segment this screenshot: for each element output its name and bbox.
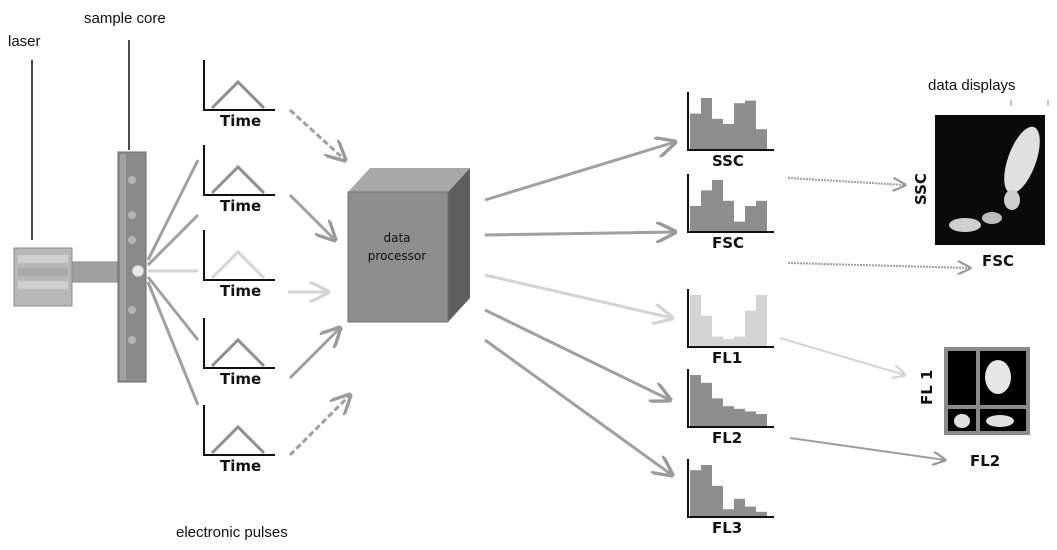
quadrant-ylabel: FL 1 xyxy=(918,369,936,405)
pulse-time-label: Time xyxy=(220,370,262,388)
pulse-fan-lines xyxy=(146,159,200,406)
scatter-ylabel: SSC xyxy=(912,173,930,205)
quadrant-display xyxy=(944,347,1030,435)
processor-to-histogram-arrows xyxy=(484,142,675,475)
pulse-to-processor-arrows xyxy=(288,108,350,457)
sample-core-label: sample core xyxy=(84,10,166,27)
histogram-label: SSC xyxy=(712,152,744,170)
pulse-plot xyxy=(203,318,275,369)
quadrant-xlabel: FL2 xyxy=(970,452,1001,470)
data-displays-label: data displays xyxy=(928,77,1016,94)
histogram-label: FL1 xyxy=(712,349,743,367)
histogram-label: FSC xyxy=(712,234,745,252)
data-processor xyxy=(347,168,470,323)
laser-label: laser xyxy=(8,33,41,50)
histogram-plot xyxy=(687,459,774,518)
histogram-plot xyxy=(687,369,774,428)
histogram-label: FL3 xyxy=(712,519,743,537)
pulse-time-label: Time xyxy=(220,282,262,300)
pulse-time-label: Time xyxy=(220,197,262,215)
pulse-plot xyxy=(203,145,275,196)
histogram-plot xyxy=(687,289,774,348)
histogram-plot xyxy=(687,174,774,233)
pulse-plot xyxy=(203,230,275,281)
pulse-time-label: Time xyxy=(220,457,262,475)
pulse-time-label: Time xyxy=(220,112,262,130)
scatter-display xyxy=(935,115,1045,245)
histogram-label: FL2 xyxy=(712,429,743,447)
pulse-plot xyxy=(203,60,275,111)
processor-label-line1: data xyxy=(383,231,411,245)
processor-label-line2: processor xyxy=(367,249,427,263)
scatter-xlabel: FSC xyxy=(982,252,1015,270)
sample-core xyxy=(117,40,147,383)
pulse-plot xyxy=(203,405,275,456)
histogram-to-display-arrows xyxy=(779,177,970,460)
electronic-pulses-label: electronic pulses xyxy=(176,524,288,541)
histogram-plot xyxy=(687,92,774,151)
